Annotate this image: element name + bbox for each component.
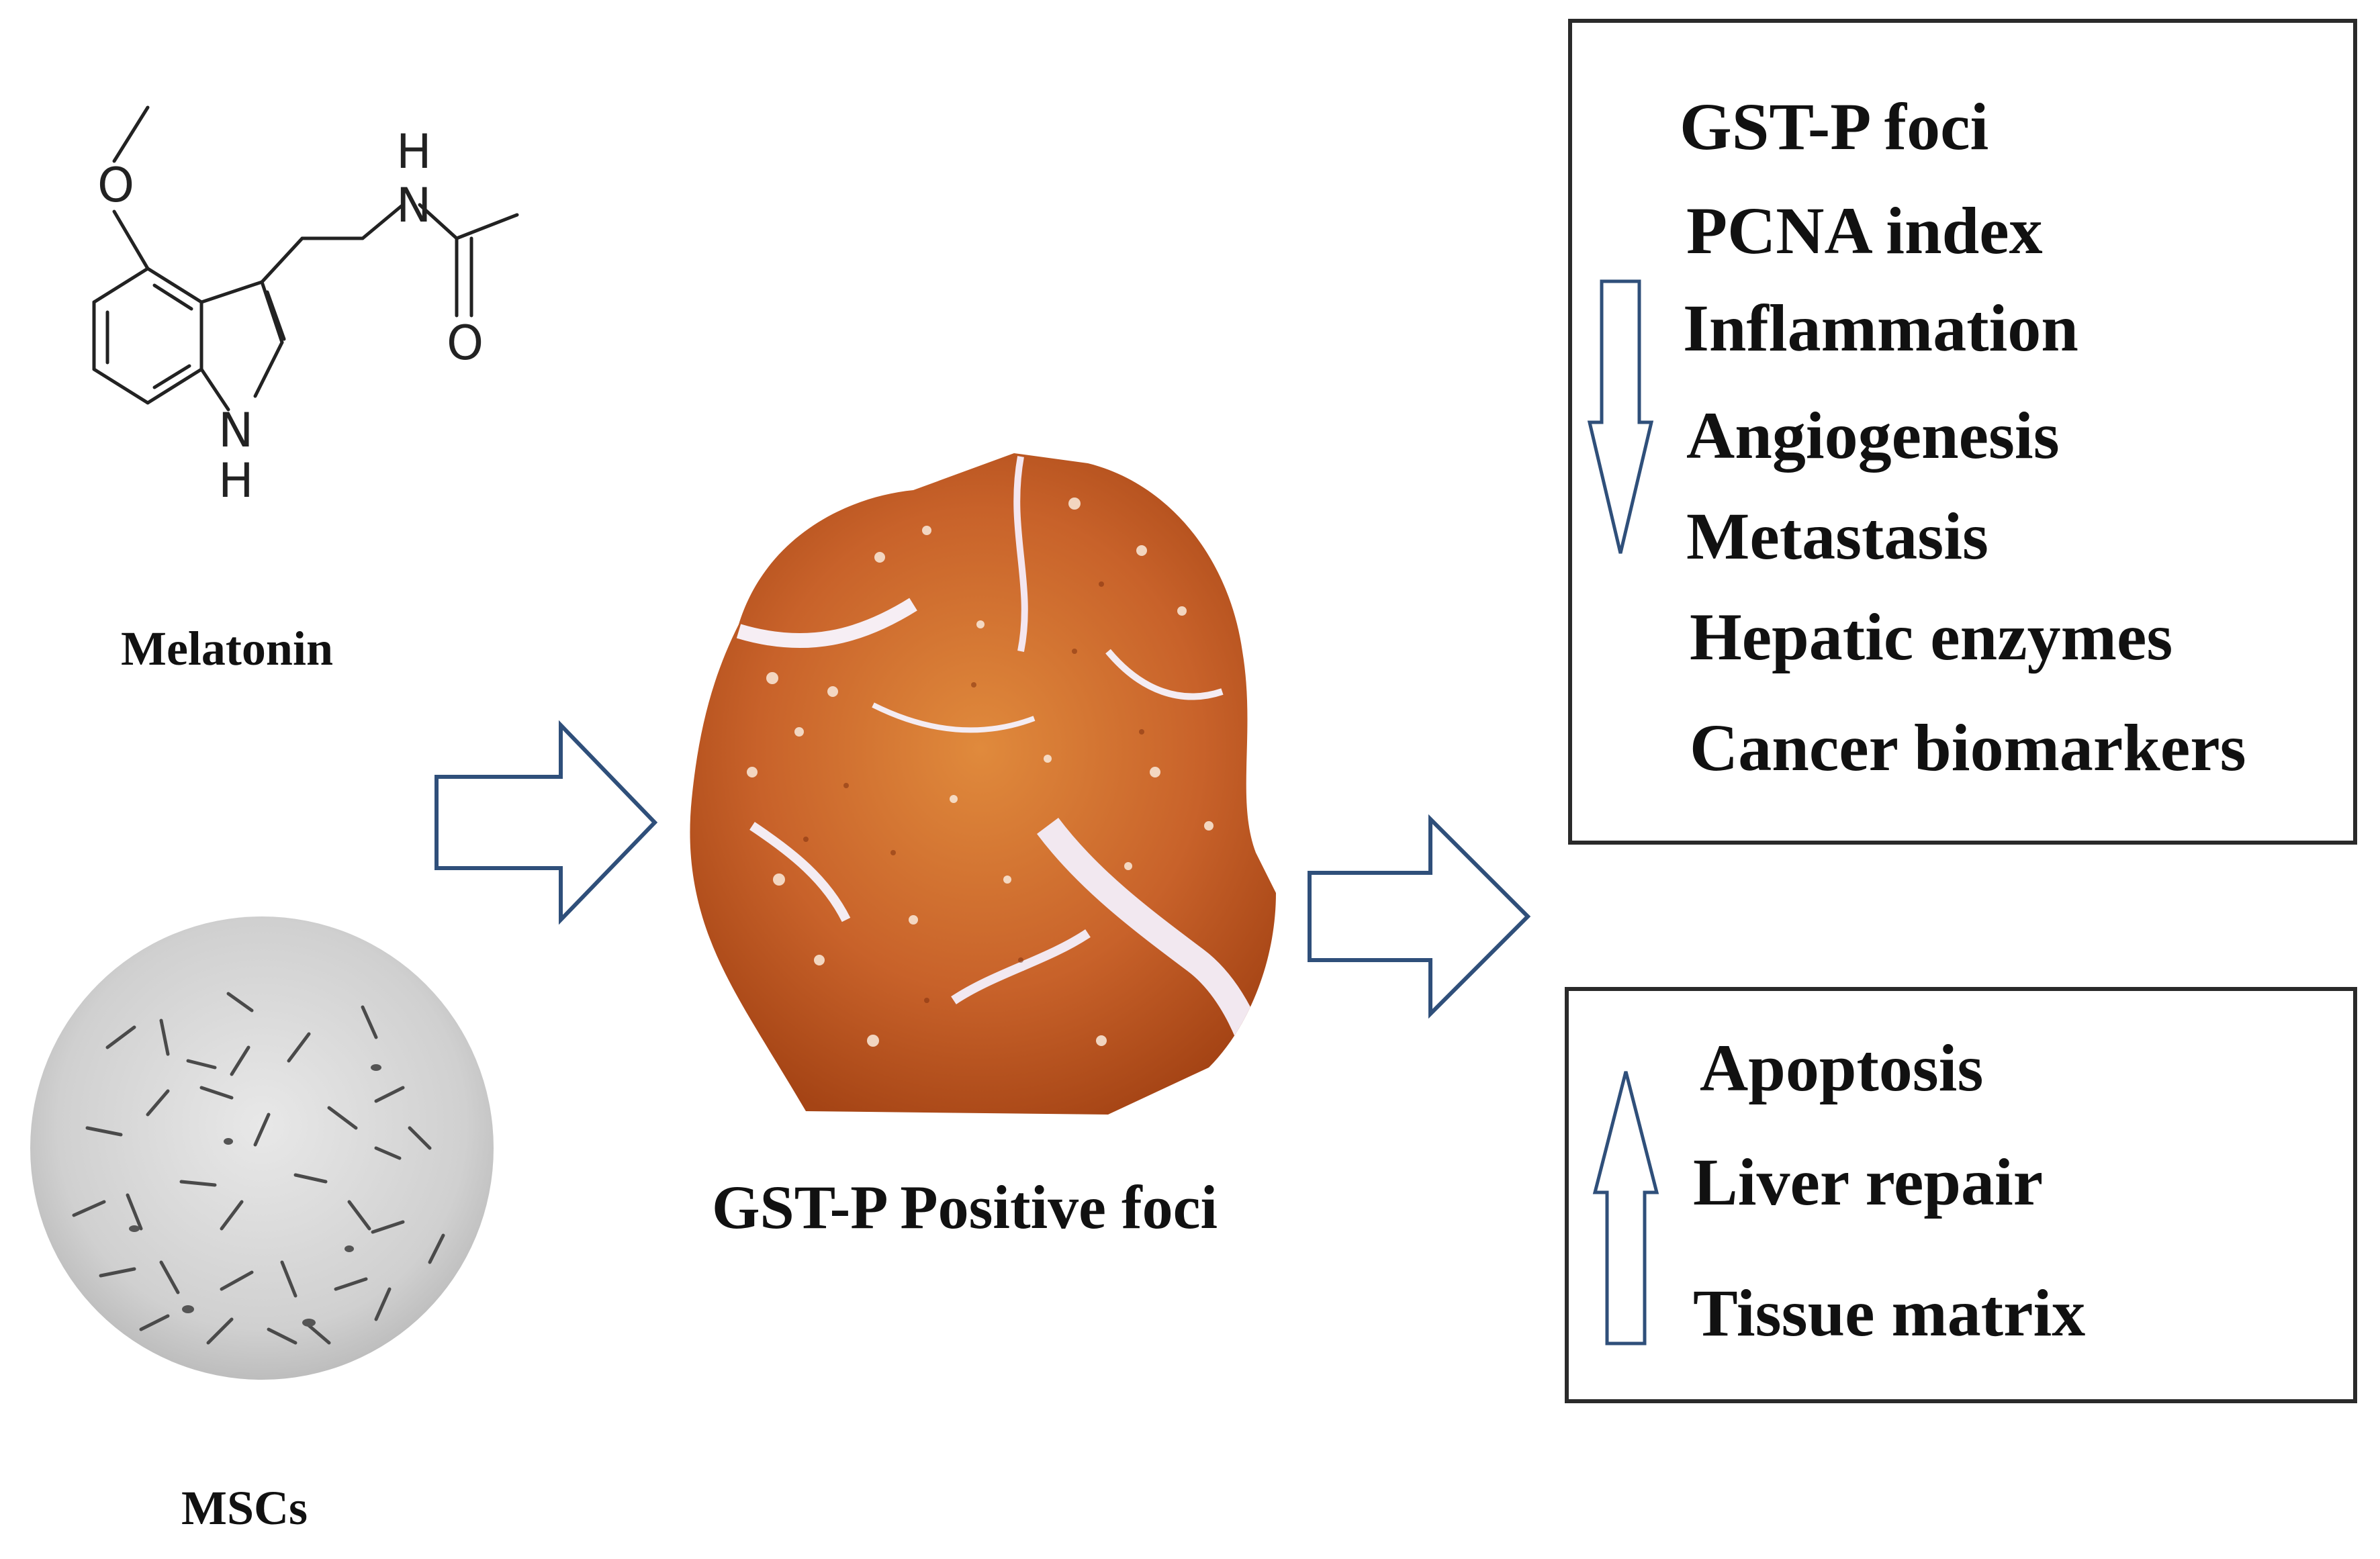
- melatonin-label: Melatonin: [121, 622, 333, 675]
- decrease-item-4: Metastasis: [1686, 499, 1988, 573]
- decrease-item-2: Inflammation: [1683, 291, 2078, 365]
- decrease-item-6: Cancer biomarkers: [1690, 710, 2246, 785]
- atom-label-n1: N: [396, 178, 431, 233]
- liver-tissue-icon: [690, 453, 1276, 1115]
- right-arrow-icon: [434, 720, 658, 925]
- decrease-box: GST-P foci PCNA index Inflammation Angio…: [1568, 19, 2357, 845]
- center-label: GST-P Positive foci: [712, 1173, 1218, 1241]
- msc-image: [27, 913, 497, 1383]
- atom-label-o1: O: [97, 158, 134, 213]
- up-arrow-icon: [1592, 1071, 1659, 1345]
- increase-item-1: Liver repair: [1693, 1145, 2044, 1219]
- decrease-item-1: PCNA index: [1686, 193, 2043, 268]
- increase-box: Apoptosis Liver repair Tissue matrix: [1565, 987, 2357, 1403]
- increase-item-0: Apoptosis: [1700, 1031, 1984, 1105]
- right-arrow-icon: [1308, 814, 1531, 1019]
- down-arrow: [1587, 278, 1654, 560]
- mscs-label: MSCs: [181, 1481, 308, 1535]
- atom-label-h1: H: [396, 124, 432, 179]
- decrease-item-5: Hepatic enzymes: [1690, 600, 2173, 674]
- liver-tissue-image: [672, 450, 1289, 1115]
- right-arrow-2: [1306, 814, 1535, 1019]
- down-arrow-icon: [1587, 279, 1654, 554]
- atom-label-o2: O: [447, 316, 484, 371]
- right-arrow-1: [430, 720, 658, 925]
- atom-label-n2: N: [218, 403, 253, 458]
- msc-microscopy-icon: [30, 916, 494, 1380]
- atom-label-h2: H: [218, 453, 254, 508]
- melatonin-structure: O H N O N H: [60, 94, 519, 577]
- decrease-item-3: Angiogenesis: [1686, 398, 2060, 473]
- melatonin-structure-icon: O H N O N H: [92, 105, 519, 508]
- decrease-item-0: GST-P foci: [1680, 89, 1989, 164]
- up-arrow: [1592, 1068, 1659, 1350]
- increase-item-2: Tissue matrix: [1693, 1276, 2086, 1350]
